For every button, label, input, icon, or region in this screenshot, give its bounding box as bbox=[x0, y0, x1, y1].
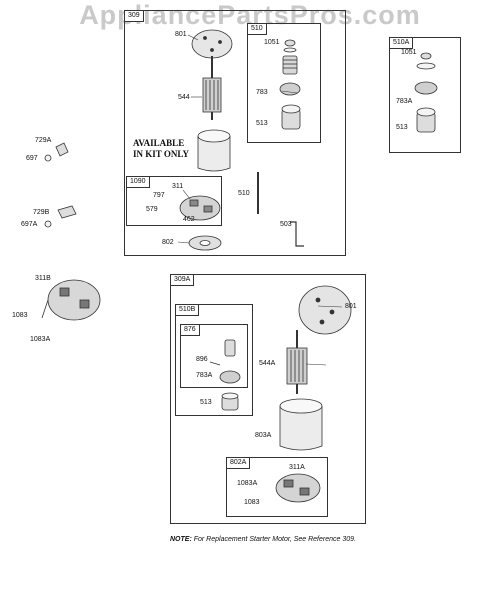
housing-drawing bbox=[197, 129, 231, 172]
group-510-box: 510 bbox=[247, 23, 321, 143]
label-729b: 729B bbox=[33, 209, 50, 216]
group-510a-tag: 510A bbox=[389, 37, 414, 49]
terminal-729a-drawing bbox=[44, 142, 69, 162]
group-802a-box: 802A bbox=[226, 457, 328, 517]
group-309a-box: 309A bbox=[170, 274, 366, 524]
armature-544-drawing bbox=[202, 56, 222, 120]
label-513: 513 bbox=[256, 120, 268, 127]
label-783a: 783A bbox=[396, 98, 413, 105]
label-783a-876: 783A bbox=[196, 372, 213, 379]
end-cap-801-drawing bbox=[191, 29, 233, 59]
end-cap-801-309a-drawing bbox=[298, 285, 352, 335]
label-544: 544 bbox=[178, 94, 190, 101]
label-803a: 803A bbox=[255, 432, 272, 439]
label-801-309a: 801 bbox=[345, 303, 357, 310]
label-1083: 1083 bbox=[12, 312, 28, 319]
group-510a-box: 510A bbox=[389, 37, 461, 153]
label-510: 510 bbox=[238, 190, 250, 197]
group-876-box: 876 bbox=[180, 324, 248, 388]
label-513-510a: 513 bbox=[396, 124, 408, 131]
label-1051-510a: 1051 bbox=[401, 49, 417, 56]
drive-876-drawing bbox=[209, 339, 241, 411]
note-prefix: NOTE: bbox=[170, 536, 192, 543]
brush-plate-1090-drawing bbox=[179, 195, 221, 221]
kit-line-1: AVAILABLE bbox=[133, 138, 185, 148]
group-510b-box: 510B bbox=[175, 304, 253, 416]
armature-544a-drawing bbox=[286, 330, 308, 394]
label-729a: 729A bbox=[35, 137, 52, 144]
group-510b-tag: 510B bbox=[175, 304, 200, 316]
label-311a: 311A bbox=[289, 464, 305, 471]
terminal-729b-drawing bbox=[44, 205, 77, 228]
label-513-510b: 513 bbox=[200, 399, 212, 406]
label-783: 783 bbox=[256, 89, 268, 96]
note: NOTE: For Replacement Starter Motor, See… bbox=[170, 536, 356, 543]
drive-510a-drawing bbox=[414, 52, 438, 133]
group-309-box: 309 bbox=[124, 10, 346, 256]
label-697a: 697A bbox=[21, 221, 38, 228]
kit-text: AVAILABLE IN KIT ONLY bbox=[133, 138, 189, 160]
housing-803a-drawing bbox=[279, 398, 323, 451]
group-309a-tag: 309A bbox=[170, 274, 195, 286]
label-544a: 544A bbox=[259, 360, 276, 367]
label-697: 697 bbox=[26, 155, 38, 162]
group-309-tag: 309 bbox=[124, 10, 144, 22]
bracket-503-drawing bbox=[290, 221, 304, 247]
brush-plate-802a-drawing bbox=[275, 473, 321, 503]
label-797: 797 bbox=[153, 192, 165, 199]
group-1090-tag: 1090 bbox=[126, 176, 150, 188]
label-802: 802 bbox=[162, 239, 174, 246]
label-462: 462 bbox=[183, 216, 195, 223]
group-1090-box: 1090 bbox=[126, 176, 222, 226]
washer-802-drawing bbox=[188, 235, 222, 251]
group-510-tag: 510 bbox=[247, 23, 267, 35]
group-802a-tag: 802A bbox=[226, 457, 251, 469]
label-1083a-802a: 1083A bbox=[237, 480, 258, 487]
kit-line-2: IN KIT ONLY bbox=[133, 149, 190, 159]
label-1051: 1051 bbox=[264, 39, 280, 46]
label-1083a: 1083A bbox=[30, 336, 51, 343]
label-579: 579 bbox=[146, 206, 158, 213]
label-311b: 311B bbox=[35, 275, 51, 282]
note-text: For Replacement Starter Motor, See Refer… bbox=[191, 536, 356, 543]
label-311: 311 bbox=[172, 183, 184, 190]
group-876-tag: 876 bbox=[180, 324, 200, 336]
label-503: 503 bbox=[280, 221, 292, 228]
brush-plate-311b-drawing bbox=[41, 279, 101, 321]
label-801: 801 bbox=[175, 31, 187, 38]
label-896: 896 bbox=[196, 356, 208, 363]
drive-510-drawing bbox=[279, 39, 301, 130]
label-1083-802a: 1083 bbox=[244, 499, 260, 506]
